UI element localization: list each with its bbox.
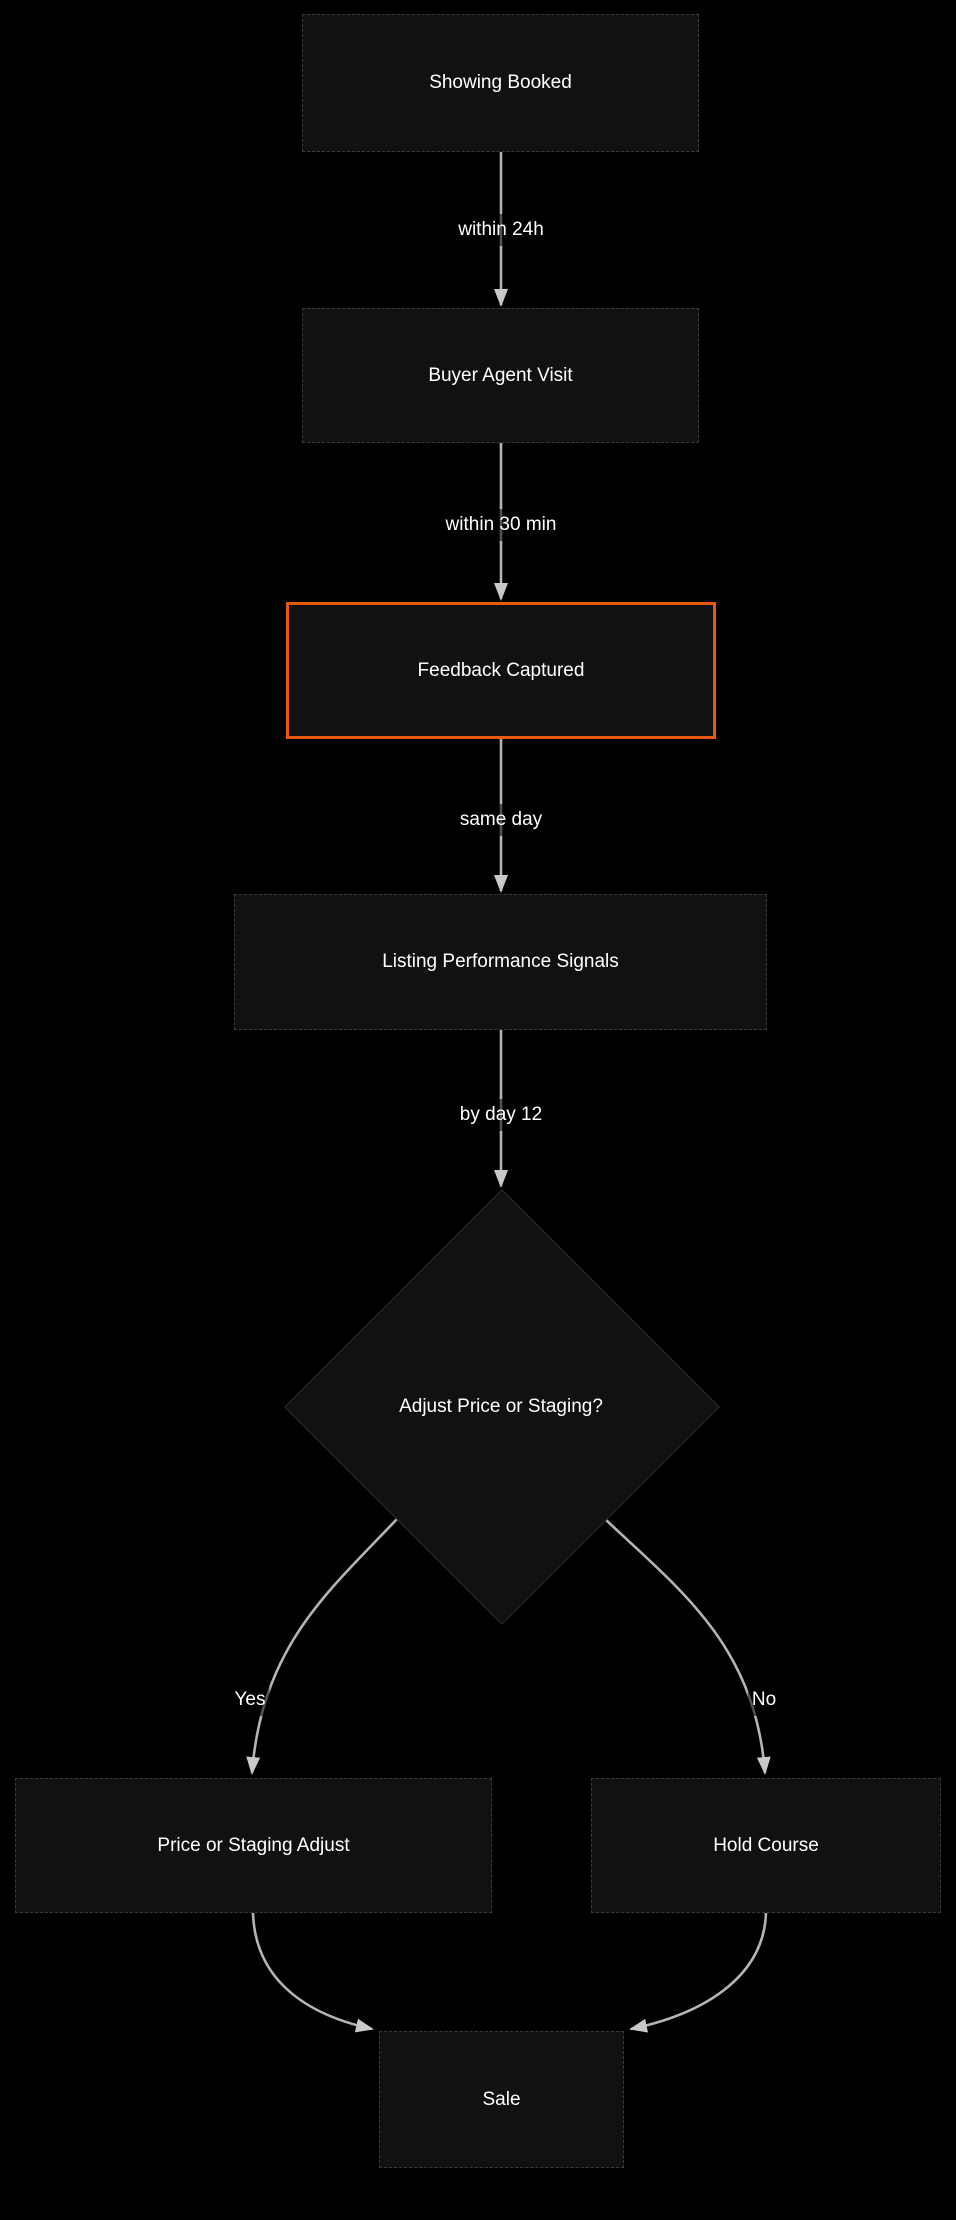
node-adjust-price-or-staging[interactable]: Adjust Price or Staging? <box>284 1189 720 1625</box>
edge-label-yes: Yes <box>230 1684 270 1716</box>
node-hold-course-label: Hold Course <box>713 1834 819 1856</box>
node-feedback-captured-label: Feedback Captured <box>417 659 585 681</box>
node-price-or-staging-adjust[interactable]: Price or Staging Adjust <box>15 1778 492 1913</box>
node-sale[interactable]: Sale <box>379 2031 624 2168</box>
node-listing-performance-signals-label: Listing Performance Signals <box>382 951 619 972</box>
node-showing-booked[interactable]: Showing Booked <box>302 14 699 152</box>
node-showing-booked-label: Showing Booked <box>429 72 572 93</box>
edge-label-by-day-12: by day 12 <box>455 1099 547 1131</box>
node-feedback-captured[interactable]: Feedback Captured <box>286 602 716 739</box>
node-sale-label: Sale <box>482 2088 521 2110</box>
edge-label-same-day: same day <box>455 804 547 836</box>
edge-decision-yes-to-price-or-staging-adjust <box>246 1518 398 1775</box>
node-listing-performance-signals[interactable]: Listing Performance Signals <box>234 894 767 1030</box>
node-buyer-agent-visit[interactable]: Buyer Agent Visit <box>302 308 699 443</box>
node-adjust-price-or-staging-label: Adjust Price or Staging? <box>399 1395 603 1417</box>
edge-label-within-30-min: within 30 min <box>441 509 561 541</box>
edge-label-within-24h: within 24h <box>454 214 548 246</box>
edge-price-or-staging-adjust-to-sale <box>251 1912 374 2033</box>
node-hold-course[interactable]: Hold Course <box>591 1778 941 1913</box>
node-buyer-agent-visit-label: Buyer Agent Visit <box>428 364 573 386</box>
edge-decision-no-to-hold-course <box>604 1518 771 1775</box>
edge-label-no: No <box>747 1684 781 1716</box>
edge-hold-course-to-sale <box>629 1912 768 2033</box>
node-price-or-staging-adjust-label: Price or Staging Adjust <box>157 1834 350 1856</box>
